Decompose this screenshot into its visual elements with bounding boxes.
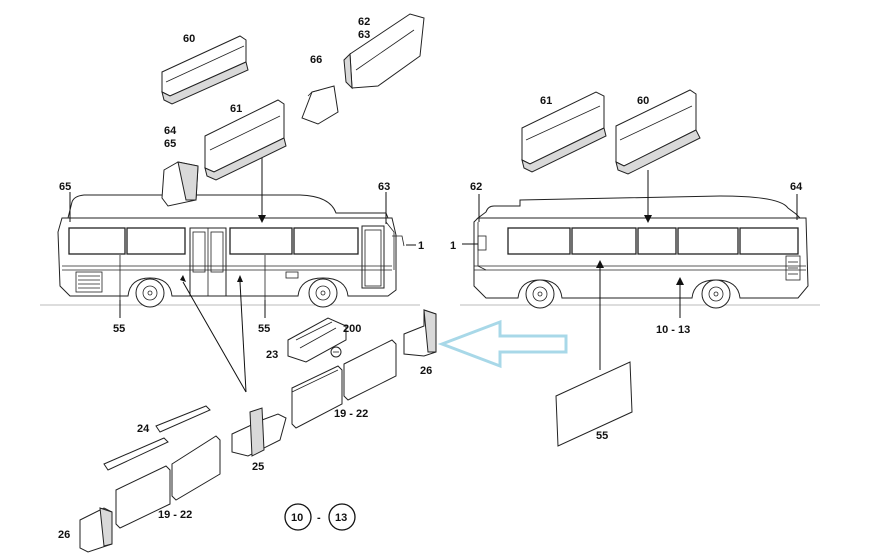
label-66: 66 (310, 54, 322, 66)
label-1-right: 1 (450, 240, 456, 252)
badge-label-dash: - (317, 512, 321, 524)
label-64: 64 (164, 125, 177, 137)
label-63-left: 63 (378, 181, 390, 193)
label-19-22-mid: 19 - 22 (334, 408, 368, 420)
label-60-top: 60 (183, 33, 195, 45)
part-64-65-corner (161, 161, 199, 207)
right-bus (460, 195, 820, 309)
part-23-bracket (287, 317, 347, 363)
label-65-left: 65 (59, 181, 71, 193)
label-26-right: 26 (420, 365, 432, 377)
part-61-panel (204, 99, 287, 181)
label-1-left: 1 (418, 240, 424, 252)
label-60-right: 60 (637, 95, 649, 107)
label-55-right: 55 (596, 430, 608, 442)
label-26-bottom: 26 (58, 529, 70, 541)
label-61-top: 61 (230, 103, 242, 115)
part-61-panel-right (521, 91, 607, 173)
badge-label-13: 13 (335, 512, 347, 524)
label-55-left-a: 55 (113, 323, 125, 335)
badge-label-10: 10 (291, 512, 303, 524)
callout-labels: 60 62 63 66 61 64 65 65 63 1 55 55 200 2… (58, 16, 803, 541)
part-25-joiner (231, 407, 287, 457)
part-200-screw (330, 346, 342, 358)
highlight-arrow (437, 319, 568, 369)
part-24-strip (103, 405, 211, 471)
label-200: 200 (343, 323, 361, 335)
label-24: 24 (137, 423, 150, 435)
label-63-top: 63 (358, 29, 370, 41)
label-62-top: 62 (358, 16, 370, 28)
part-19-22-panels-middle (291, 339, 397, 429)
label-19-22-bottom: 19 - 22 (158, 509, 192, 521)
label-62-right: 62 (470, 181, 482, 193)
left-leaders (69, 158, 416, 393)
label-10-13-right: 10 - 13 (656, 324, 690, 336)
label-65: 65 (164, 138, 176, 150)
label-55-left-b: 55 (258, 323, 270, 335)
part-60-panel-right (615, 89, 701, 175)
range-10-13-badge (284, 503, 356, 531)
label-23: 23 (266, 349, 278, 361)
label-64-right: 64 (790, 181, 803, 193)
part-26-end-clip-bottom (79, 507, 113, 553)
right-leaders (462, 170, 798, 370)
part-19-22-panels-bottom (115, 435, 221, 529)
part-66-cap (301, 85, 339, 125)
part-26-end-clip (403, 309, 437, 357)
label-25: 25 (252, 461, 264, 473)
part-55-flat-panel (555, 361, 633, 447)
part-62-63-corner (343, 13, 425, 90)
part-60-panel (161, 35, 249, 105)
label-61-right: 61 (540, 95, 552, 107)
left-bus (40, 194, 420, 308)
